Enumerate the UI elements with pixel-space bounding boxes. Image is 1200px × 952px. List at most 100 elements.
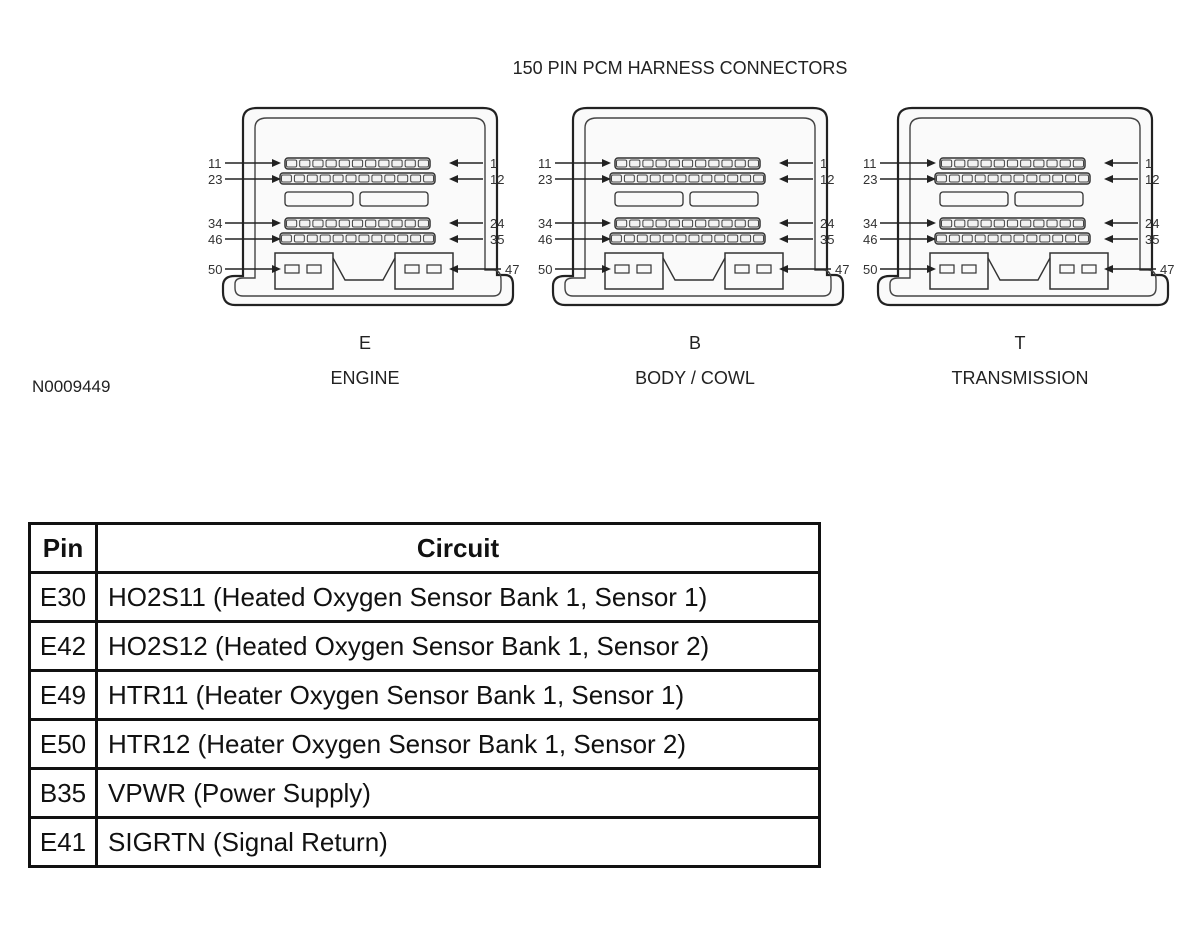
pin-cavity [649, 234, 661, 243]
pin-label-1: 1 [820, 156, 828, 171]
pin-cavity [688, 174, 700, 183]
pin-cavity [987, 174, 999, 183]
arrow-icon [449, 159, 458, 167]
pin-row-2 [934, 172, 1091, 185]
pin-cavity [974, 234, 986, 243]
pin-cavity [655, 159, 667, 168]
pin-cavity [404, 219, 416, 228]
pin-label-50: 50 [208, 262, 223, 277]
circuit-cell: HO2S11 (Heated Oxygen Sensor Bank 1, Sen… [95, 571, 821, 623]
pin-cavity [987, 234, 999, 243]
figure-id: N0009449 [32, 377, 111, 396]
pin-cavity [649, 174, 661, 183]
key-slot [614, 191, 684, 207]
pin-cavity [708, 219, 720, 228]
pin-label-23: 23 [208, 172, 223, 187]
pin-cavity [306, 234, 318, 243]
pin-cavity [365, 219, 377, 228]
pin-label-11: 11 [538, 156, 552, 171]
arrow-icon [927, 219, 936, 227]
pin-label-35: 35 [490, 232, 505, 247]
pin-cavity [980, 159, 992, 168]
pin-cavity [681, 219, 694, 228]
pin-row-1 [939, 157, 1086, 170]
pin-cavity [611, 234, 622, 243]
arrow-icon [1104, 219, 1113, 227]
pin-cavity [993, 219, 1005, 228]
pin-label-11: 11 [208, 156, 222, 171]
pin-cavity [358, 234, 370, 243]
pin-cavity [1039, 174, 1051, 183]
pin-cavity [1078, 174, 1089, 183]
pin-cavity [293, 174, 305, 183]
pin-cavity [306, 174, 318, 183]
key-slot [359, 191, 429, 207]
arrow-icon [779, 219, 788, 227]
pin-cavity [708, 159, 720, 168]
pin-cavity [1000, 174, 1012, 183]
arrow-icon [449, 265, 458, 273]
arrow-icon [1104, 235, 1113, 243]
power-pin [939, 264, 955, 274]
pin-cavity [993, 159, 1005, 168]
pin-cavity [668, 219, 680, 228]
pin-cavity [980, 219, 992, 228]
table-row: E41 SIGRTN (Signal Return) [28, 816, 821, 868]
pin-row-3 [614, 217, 761, 230]
pin-label-11: 11 [863, 156, 877, 171]
arrow-icon [779, 265, 788, 273]
connector-engine: 11 23 34 46 50 1 12 24 35 47 E ENGINE [205, 100, 525, 400]
pin-cavity [974, 174, 986, 183]
pin-label-23: 23 [538, 172, 553, 187]
arrow-icon [602, 265, 611, 273]
pin-cavity [1006, 219, 1019, 228]
arrow-icon [272, 265, 281, 273]
key-slot [689, 191, 759, 207]
pin-label-34: 34 [538, 216, 553, 231]
circuit-cell: VPWR (Power Supply) [95, 767, 821, 819]
arrow-icon [927, 159, 936, 167]
pin-cavity [1059, 219, 1071, 228]
pin-cavity [714, 174, 726, 183]
arrow-icon [602, 219, 611, 227]
pin-label-34: 34 [863, 216, 878, 231]
connector-letter: E [358, 333, 371, 353]
arrow-icon [1104, 175, 1113, 183]
arrow-icon [779, 159, 788, 167]
pin-cavity [675, 174, 687, 183]
power-pin [961, 264, 977, 274]
pin-cavity [286, 219, 298, 228]
pin-cavity [629, 159, 641, 168]
pin-cavity [611, 174, 622, 183]
pin-cavity [371, 234, 383, 243]
pin-cavity [384, 234, 396, 243]
pin-cavity [417, 219, 429, 228]
pin-cavity [299, 159, 311, 168]
pin-cell: E41 [28, 816, 98, 868]
pin-cavity [351, 159, 364, 168]
pin-cavity [332, 174, 344, 183]
connector-letter: B [688, 333, 701, 353]
pin-cavity [734, 159, 746, 168]
pin-row-1 [284, 157, 431, 170]
power-pin [734, 264, 750, 274]
connector-transmission: 11 23 34 46 50 1 12 24 35 47 T TRANSMISS… [860, 100, 1180, 400]
pin-cavity [1078, 234, 1089, 243]
pin-cavity [338, 159, 350, 168]
pin-cavity [325, 219, 337, 228]
pin-cavity [1026, 234, 1038, 243]
power-pin [636, 264, 652, 274]
pin-label-34: 34 [208, 216, 223, 231]
power-pin [1059, 264, 1075, 274]
pin-cavity [740, 234, 752, 243]
pin-cavity [967, 219, 979, 228]
center-key [662, 257, 726, 281]
pin-cavity [391, 219, 403, 228]
pin-cavity [636, 174, 648, 183]
pin-cavity [365, 159, 377, 168]
pin-cavity [319, 174, 331, 183]
pin-label-1: 1 [1145, 156, 1153, 171]
pin-cavity [281, 174, 292, 183]
pin-cavity [629, 219, 641, 228]
pin-cavity [688, 234, 700, 243]
